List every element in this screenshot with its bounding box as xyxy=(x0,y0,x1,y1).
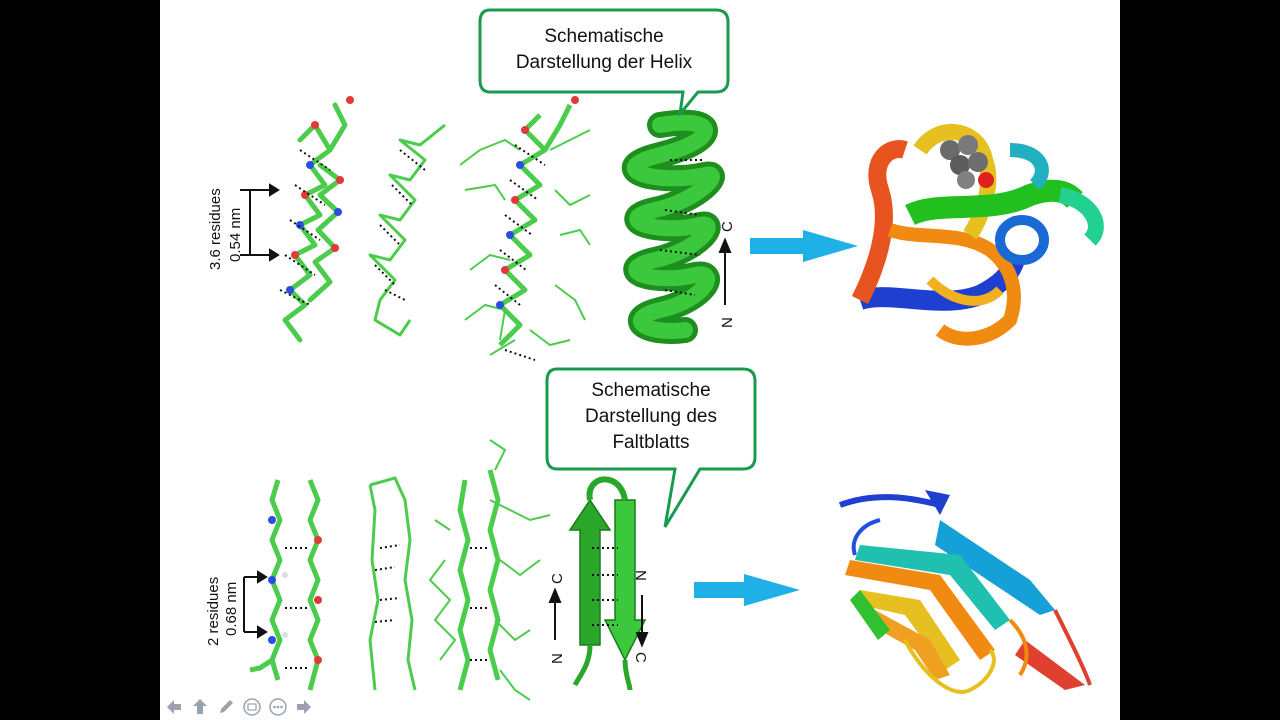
sheet-callout-line-2: Darstellung des xyxy=(584,406,718,427)
helix-direction-arrow xyxy=(718,237,732,305)
sheet-callout-bubble xyxy=(545,367,757,528)
helix-callout-text: Schematische Darstellung der Helix xyxy=(480,24,728,76)
helix-c-label: C xyxy=(719,221,736,232)
sheet-c-label: C xyxy=(549,573,566,584)
sheet-callout-line-3: Faltblatts xyxy=(612,432,690,453)
pen-icon[interactable] xyxy=(216,697,236,717)
helix-sidechain-atoms xyxy=(496,96,579,309)
sheet-ribbon-hbonds xyxy=(592,547,618,626)
helix-ribbon xyxy=(621,109,725,344)
up-arrow-icon[interactable] xyxy=(190,697,210,717)
sheet-backbone-trace xyxy=(368,476,417,691)
sheet-sidechain-model xyxy=(428,439,551,701)
sheet-callout-text: Schematische Darstellung des Faltblatts xyxy=(547,378,755,456)
sheet-distance-bracket xyxy=(243,570,268,639)
sheet-direction-arrow-down xyxy=(635,595,649,648)
sheet-direction-arrow-up xyxy=(548,587,562,640)
helix-distance-label: 0.54 nm xyxy=(227,208,244,262)
sheet-stick-model xyxy=(249,479,321,691)
helix-callout-bubble xyxy=(478,8,730,116)
slide-icon[interactable] xyxy=(242,697,262,717)
sheet-stick-hbonds xyxy=(285,547,308,669)
helix-protein-structure xyxy=(851,124,1104,346)
helix-n-label: N xyxy=(719,317,736,328)
presentation-toolbar xyxy=(160,694,334,720)
sheet-n-label-right: N xyxy=(632,570,649,581)
sheet-blue-arrow xyxy=(694,574,800,606)
sheet-sidechain-backbone xyxy=(457,469,501,691)
sheet-sidechain-hbonds xyxy=(470,547,490,661)
sheet-residues-label: 2 residues xyxy=(205,577,222,646)
helix-blue-arrow xyxy=(750,230,858,262)
helix-callout-line-2: Darstellung der Helix xyxy=(515,52,693,73)
sheet-stick-atoms xyxy=(268,516,322,664)
helix-distance-bracket xyxy=(240,183,280,262)
helix-sidechain-hbonds xyxy=(494,144,546,361)
sheet-n-label: N xyxy=(549,653,566,664)
helix-callout-line-1: Schematische xyxy=(544,26,664,47)
sheet-protein-structure xyxy=(838,490,1092,694)
slide: 3.6 residues 0.54 nm xyxy=(160,0,1120,720)
sheet-callout-line-1: Schematische xyxy=(591,380,711,401)
helix-stick-model xyxy=(282,102,348,343)
sheet-ribbon xyxy=(568,476,647,691)
helix-backbone-trace xyxy=(368,123,446,337)
forward-arrow-icon[interactable] xyxy=(294,697,314,717)
helix-hbonds-1 xyxy=(279,149,331,306)
helix-residues-label: 3.6 residues xyxy=(207,188,224,270)
helix-sidechain-backbone xyxy=(497,103,573,347)
back-arrow-icon[interactable] xyxy=(164,697,184,717)
more-icon[interactable] xyxy=(268,697,288,717)
helix-sidechain-model xyxy=(459,129,591,356)
sheet-c-label-right: C xyxy=(632,652,649,663)
helix-stick-atoms xyxy=(286,96,354,294)
helix-backbone-hbonds xyxy=(374,149,426,301)
slide-artwork: 3.6 residues 0.54 nm xyxy=(205,96,1104,701)
helix-ribbon-hbonds xyxy=(659,159,705,296)
sheet-distance-label: 0.68 nm xyxy=(223,582,240,636)
sheet-backbone-hbonds xyxy=(374,544,401,623)
